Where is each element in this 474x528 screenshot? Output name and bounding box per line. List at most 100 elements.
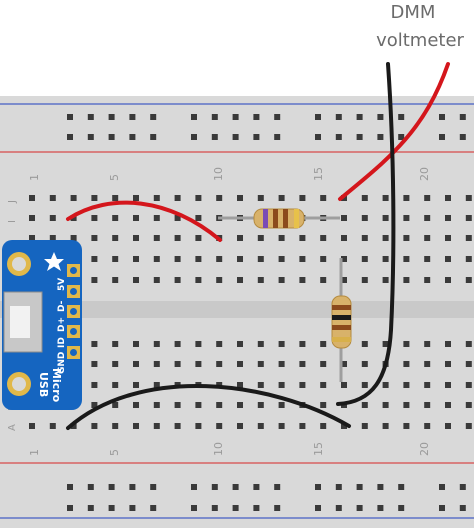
breadboard-hole xyxy=(257,402,264,408)
pin-label-id: ID xyxy=(57,337,67,348)
breadboard-hole xyxy=(112,256,119,262)
col-number-10: 10 xyxy=(212,167,225,181)
breadboard-hole xyxy=(257,341,264,347)
rail-hole xyxy=(335,134,342,140)
breadboard-hole xyxy=(257,235,264,241)
rail-hole xyxy=(398,134,405,140)
breadboard-hole xyxy=(361,423,368,429)
red-probe-wire xyxy=(338,62,450,201)
rail-hole xyxy=(191,484,197,490)
breadboard-hole xyxy=(361,361,368,367)
rail-hole xyxy=(439,484,445,490)
breadboard-hole xyxy=(299,361,306,367)
breadboard-hole xyxy=(216,361,223,367)
breadboard-hole xyxy=(195,256,202,262)
meter-label-line1: DMM xyxy=(390,2,436,23)
black-wire-jumper xyxy=(66,384,351,430)
breadboard-hole xyxy=(70,235,77,241)
breadboard-hole xyxy=(361,277,368,283)
breadboard-hole xyxy=(424,361,431,367)
rail-hole xyxy=(150,484,157,490)
breadboard-hole xyxy=(465,215,472,221)
bottom-resistor-band-1 xyxy=(332,305,351,310)
breadboard-hole xyxy=(361,195,368,201)
col-number-15: 15 xyxy=(312,167,325,181)
breadboard-hole xyxy=(91,423,98,429)
rail-hole xyxy=(398,114,405,120)
breadboard-hole xyxy=(133,402,139,408)
breadboard-hole xyxy=(403,341,410,347)
breadboard-hole xyxy=(174,235,181,241)
breadboard-hole xyxy=(445,215,451,221)
top-resistor xyxy=(253,208,305,229)
breadboard-hole xyxy=(403,277,410,283)
breadboard-hole xyxy=(299,341,306,347)
rail-hole xyxy=(274,484,281,490)
breadboard-hole xyxy=(445,256,451,262)
breadboard-hole xyxy=(424,423,431,429)
rail-hole xyxy=(315,114,321,120)
col-number-1: 1 xyxy=(28,174,41,181)
rail-hole xyxy=(356,484,363,490)
breadboard-hole xyxy=(320,256,327,262)
star-logo-icon xyxy=(44,252,64,271)
breadboard-hole xyxy=(174,402,181,408)
breadboard-hole xyxy=(403,235,410,241)
breadboard-hole xyxy=(361,382,368,388)
breadboard-hole xyxy=(237,235,243,241)
rail-hole xyxy=(232,114,239,120)
breadboard-hole xyxy=(153,277,160,283)
breadboard-hole xyxy=(320,341,327,347)
breadboard-hole xyxy=(403,382,410,388)
rail-hole xyxy=(211,114,218,120)
rail-hole xyxy=(150,505,157,511)
breadboard-hole xyxy=(445,382,451,388)
breadboard-hole xyxy=(299,423,306,429)
breadboard-hole xyxy=(216,195,223,201)
breadboard-hole xyxy=(403,195,410,201)
breadboard-hole xyxy=(195,277,202,283)
breadboard-hole xyxy=(237,256,243,262)
rail-hole xyxy=(191,505,197,511)
breadboard-hole xyxy=(91,277,98,283)
rail-hole xyxy=(274,505,281,511)
breadboard-hole xyxy=(237,195,243,201)
rail-hole xyxy=(129,134,136,140)
rail-hole xyxy=(459,484,466,490)
pin-label-d-plus: D+ xyxy=(57,317,67,332)
usb-label-usb: USB xyxy=(37,372,50,397)
rail-hole xyxy=(129,114,136,120)
rail-hole xyxy=(108,505,115,511)
breadboard-hole xyxy=(29,423,35,429)
breadboard-hole xyxy=(465,361,472,367)
breadboard-hole xyxy=(133,361,139,367)
rail-hole xyxy=(87,484,94,490)
breadboard-hole xyxy=(361,402,368,408)
rail-hole xyxy=(377,114,384,120)
breadboard-hole xyxy=(49,215,56,221)
breadboard-hole xyxy=(278,423,285,429)
rail-hole xyxy=(356,114,363,120)
bottom-resistor-band-3 xyxy=(332,325,351,330)
rail-hole xyxy=(377,505,384,511)
pin-label-5v: 5V xyxy=(57,278,67,291)
breadboard-hole xyxy=(216,341,223,347)
rail-hole xyxy=(459,134,466,140)
breadboard-hole xyxy=(299,382,306,388)
breadboard-hole xyxy=(195,235,202,241)
breadboard-hole xyxy=(278,361,285,367)
usb-module-label: Micro USB xyxy=(37,368,63,403)
breadboard-hole xyxy=(174,195,181,201)
rail-hole xyxy=(315,134,321,140)
col-number-20-bottom: 20 xyxy=(418,442,431,456)
breadboard-hole xyxy=(112,277,119,283)
breadboard-hole xyxy=(91,402,98,408)
breadboard-hole xyxy=(299,235,306,241)
breadboard-hole xyxy=(424,402,431,408)
col-number-20: 20 xyxy=(418,167,431,181)
breadboard-center-channel xyxy=(0,301,474,318)
breadboard-hole xyxy=(341,382,347,388)
rail-hole xyxy=(191,114,197,120)
breadboard-hole xyxy=(465,341,472,347)
